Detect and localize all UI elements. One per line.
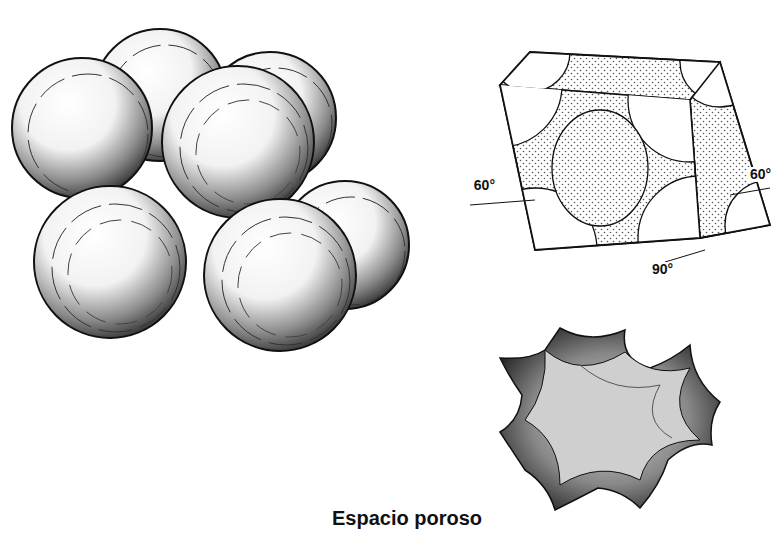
angle-label: 90° [650, 262, 675, 277]
sphere-cluster [12, 29, 409, 351]
angle-label: 60° [748, 167, 773, 182]
angle-label: 60° [472, 178, 497, 193]
unit-cell [438, 12, 784, 312]
pore-space-figure [500, 328, 720, 510]
figure-caption-label: Espacio poroso [330, 507, 484, 529]
